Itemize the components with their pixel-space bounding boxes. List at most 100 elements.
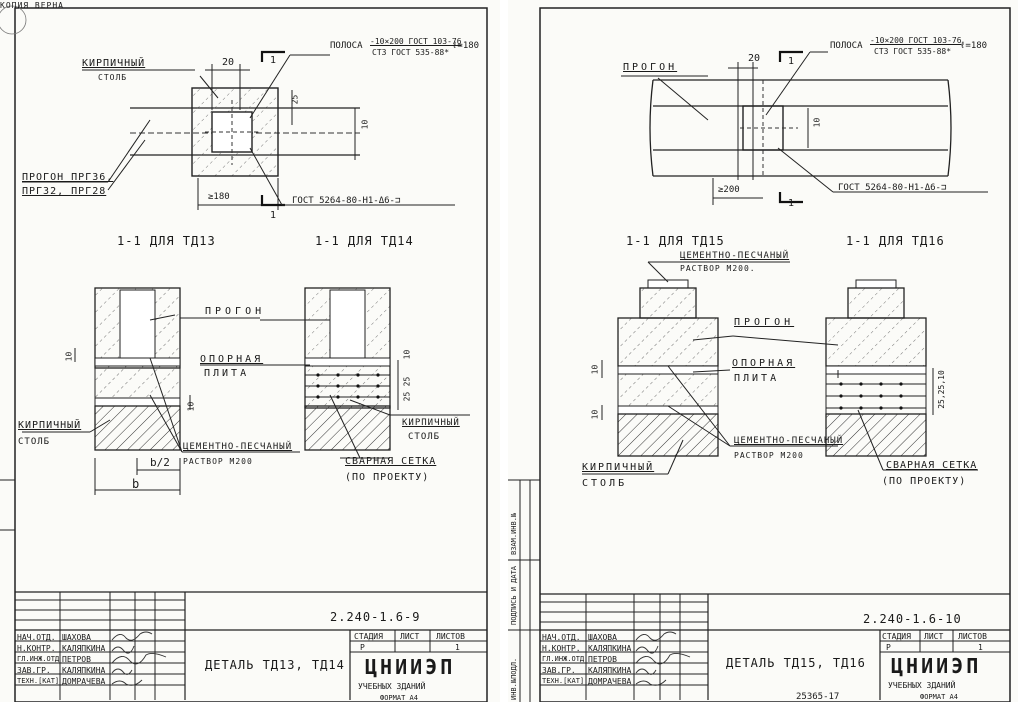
sign-person: ДОМРАЧЕВА — [62, 677, 106, 686]
sign-role: ЗАВ.ГР. — [542, 666, 576, 675]
title-block — [15, 591, 487, 700]
sign-role: НАЧ.ОТД. — [542, 633, 581, 642]
sheet-frame — [14, 7, 488, 702]
format-label: ФОРМАТ А4 — [920, 693, 958, 701]
section-dim-b: b — [132, 477, 140, 491]
plan-dim-20: 20 — [748, 53, 761, 64]
sign-person: ШАХОВА — [588, 633, 617, 642]
corner-label: КОПИЯ ВЕРНА — [0, 1, 64, 10]
signatures — [111, 631, 167, 686]
right-sheet-graphics — [508, 7, 1011, 702]
sheet-gap — [500, 0, 508, 702]
sign-role: ГЛ.ИНЖ.ОТД — [542, 655, 585, 663]
section-mortar-top-2: РАСТВОР М200. — [680, 264, 756, 273]
section-purlin: ПРОГОН — [205, 306, 266, 317]
section-td14 — [180, 287, 470, 459]
section-mortar-1: ЦЕМЕНТНО-ПЕСЧАНЫЙ — [183, 442, 293, 452]
section-td15 — [582, 261, 838, 475]
plan-dim-10: 10 — [812, 117, 822, 128]
inventory-number: 25365-17 — [796, 692, 840, 702]
section-left-title: 1-1 ДЛЯ ТД13 — [117, 234, 216, 248]
section-dim-stack: 25,25,10 — [936, 370, 946, 409]
signatures — [635, 631, 691, 686]
sheet-frame — [539, 7, 1011, 702]
sign-person: ПЕТРОВ — [588, 655, 617, 664]
doc-number: 2.240-1.6-9 — [330, 610, 421, 624]
plan-cut-2: 1 — [270, 210, 278, 221]
side-stamp-sign: ПОДПИСЬ И ДАТА — [510, 565, 518, 625]
section-dim-10a: 10 — [64, 351, 74, 362]
title-block — [540, 593, 1010, 700]
plan-cut-2: 1 — [788, 198, 796, 209]
plan-dim-10: 10 — [360, 119, 370, 130]
stage-value: Р — [886, 643, 891, 652]
plan-strip-len: ℓ=180 — [960, 41, 988, 51]
side-stamp-inv: ИНВ.№ПОДЛ. — [510, 657, 518, 700]
plan-dim-min: ≥200 — [718, 185, 740, 195]
sign-person: КАЛЯПКИНА — [588, 644, 632, 653]
format-label: ФОРМАТ А4 — [380, 694, 418, 702]
section-dim-10c: 10 — [402, 349, 412, 360]
plan-callout-column-2: СТОЛБ — [98, 73, 128, 82]
sign-role: ТЕХН.[КАТ] — [542, 677, 585, 685]
drawing-sheet-right: ИНВ.№ПОДЛ. ПОДПИСЬ И ДАТА ВЗАМ.ИНВ.№ ПРО… — [508, 0, 1018, 702]
sheet-head: ЛИСТ — [924, 632, 944, 641]
org-sub: УЧЕБНЫХ ЗДАНИЙ — [358, 682, 426, 691]
org-name: ЦНИИЭП — [365, 655, 456, 679]
sheet-head: ЛИСТ — [400, 632, 420, 641]
section-td16 — [732, 279, 978, 471]
plan-dim-min: ≥180 — [208, 192, 230, 202]
section-column-r2: СТОЛБ — [408, 432, 441, 442]
plan-callout-column-1: КИРПИЧНЫЙ — [82, 58, 146, 69]
plan-dim-25: 25 — [290, 94, 300, 105]
sign-role: ТЕХН.[КАТ] — [17, 677, 60, 685]
sign-role: НАЧ.ОТД. — [17, 633, 56, 642]
section-mesh-1: СВАРНАЯ СЕТКА — [886, 460, 978, 471]
plan-view — [22, 50, 455, 210]
sign-person: ДОМРАЧЕВА — [588, 677, 632, 686]
sign-role: ГЛ.ИНЖ.ОТД — [17, 655, 60, 663]
plan-strip-1: ПОЛОСА — [330, 41, 363, 51]
section-column-2: СТОЛБ — [582, 478, 628, 489]
section-mortar-2: РАСТВОР М200 — [734, 451, 804, 460]
plan-strip-len: ℓ=180 — [452, 41, 480, 51]
section-right-title: 1-1 ДЛЯ ТД16 — [846, 234, 945, 248]
sheet-value: 1 — [455, 643, 460, 652]
plan-dim-20: 20 — [222, 57, 235, 68]
section-mesh-1: СВАРНАЯ СЕТКА — [345, 456, 437, 467]
sign-person: ПЕТРОВ — [62, 655, 91, 664]
sign-person: КАЛЯПКИНА — [588, 666, 632, 675]
plan-callout-purlin: ПРОГОН — [623, 62, 678, 73]
plan-purlin-2: ПРГ32, ПРГ28 — [22, 186, 107, 197]
sheets-head: ЛИСТОВ — [436, 632, 465, 641]
section-dim-25b: 25 — [402, 391, 412, 402]
section-mortar-1: ЦЕМЕНТНО-ПЕСЧАНЫЙ — [734, 436, 844, 446]
section-plate-2: ПЛИТА — [734, 373, 780, 384]
sign-role: Н.КОНТР. — [542, 644, 581, 653]
section-mortar-top-1: ЦЕМЕНТНО-ПЕСЧАНЫЙ — [680, 251, 790, 261]
sign-role: Н.КОНТР. — [17, 644, 56, 653]
section-dim-b2: b/2 — [150, 456, 170, 469]
section-column-1: КИРПИЧНЫЙ — [18, 420, 82, 431]
sign-role: ЗАВ.ГР. — [17, 666, 51, 675]
plan-cut-1: 1 — [270, 55, 278, 66]
plan-strip-3: СТ3 ГОСТ 535-88* — [874, 47, 952, 56]
sign-person: ШАХОВА — [62, 633, 91, 642]
plan-weld: ГОСТ 5264-80-Н1-Δ6-⊐ — [838, 183, 947, 193]
stage-value: Р — [360, 643, 365, 652]
section-column-1: КИРПИЧНЫЙ — [582, 462, 655, 473]
section-mesh-2: (ПО ПРОЕКТУ) — [882, 476, 967, 487]
plan-strip-2: -10×200 ГОСТ 103-76 — [370, 37, 462, 46]
section-dim-10a: 10 — [590, 364, 600, 375]
sign-person: КАЛЯПКИНА — [62, 666, 106, 675]
section-mesh-2: (ПО ПРОЕКТУ) — [345, 472, 430, 483]
section-plate-2: ПЛИТА — [204, 368, 250, 379]
section-plate-1: ОПОРНАЯ — [200, 354, 264, 365]
plan-strip-2: -10×200 ГОСТ 103-76 — [870, 36, 962, 45]
sign-person: КАЛЯПКИНА — [62, 644, 106, 653]
plan-purlin-1: ПРОГОН ПРГ36, — [22, 172, 114, 183]
plan-cut-1: 1 — [788, 56, 796, 67]
section-right-title: 1-1 ДЛЯ ТД14 — [315, 234, 414, 248]
drawing-sheet-left: КОПИЯ ВЕРНА КИРПИЧНЫЙ СТОЛБ 20 1 ПОЛОСА … — [0, 0, 500, 702]
section-left-title: 1-1 ДЛЯ ТД15 — [626, 234, 725, 248]
